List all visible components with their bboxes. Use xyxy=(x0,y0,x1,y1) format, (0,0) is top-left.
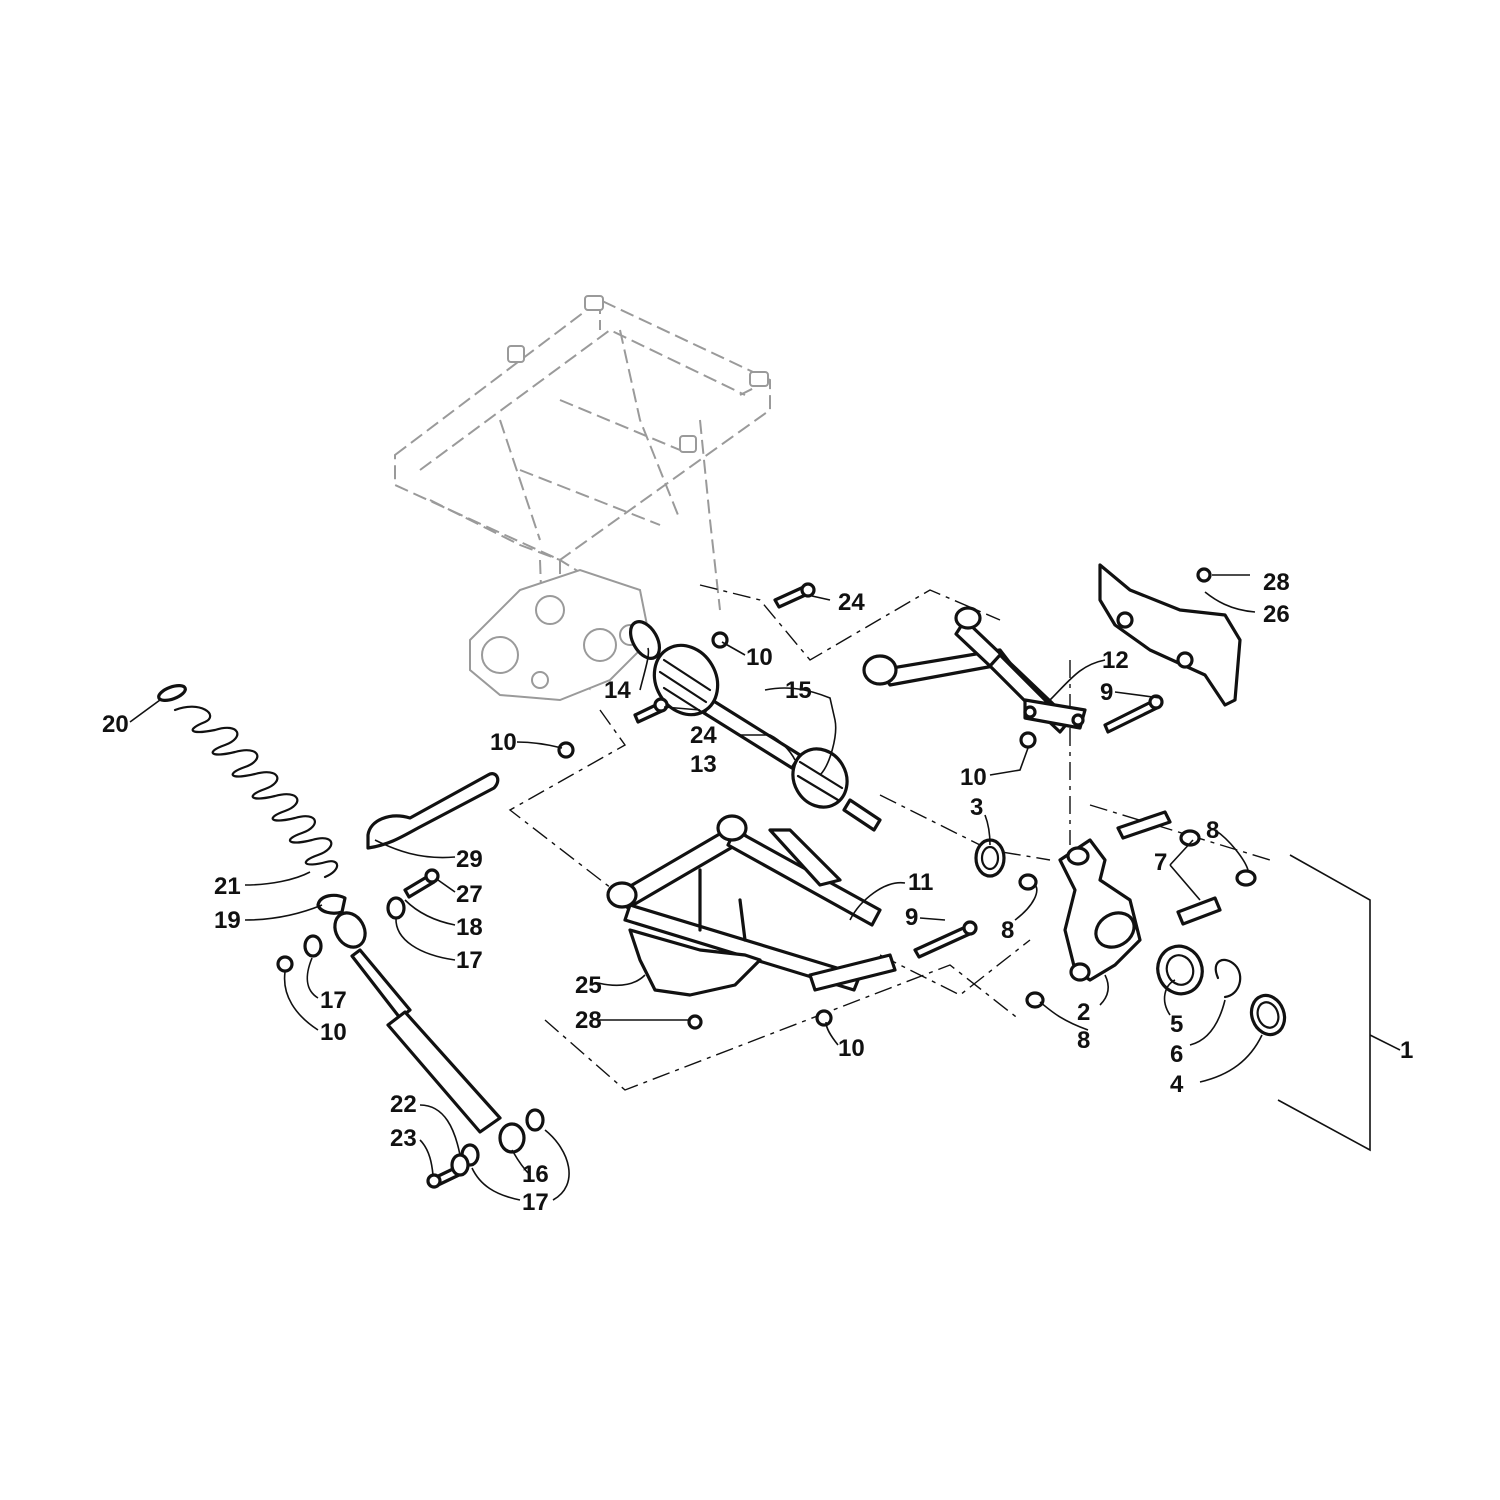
callout-11: 11 xyxy=(908,869,933,896)
coil-spring xyxy=(157,684,347,915)
callout-28: 28 xyxy=(575,1007,602,1034)
snap-ring-6 xyxy=(1214,958,1242,999)
callout-9: 9 xyxy=(905,904,918,931)
steering-knuckle xyxy=(1058,838,1142,982)
drive-axle xyxy=(628,620,882,832)
guard-plate xyxy=(1098,563,1242,707)
callout-17: 17 xyxy=(522,1189,549,1216)
callout-29: 29 xyxy=(456,846,483,873)
bushing-set xyxy=(1018,810,1257,1009)
assembly-bracket-1 xyxy=(1277,854,1401,1152)
callout-19: 19 xyxy=(214,907,241,934)
callout-17: 17 xyxy=(456,947,483,974)
callout-2: 2 xyxy=(1077,999,1090,1026)
callout-9: 9 xyxy=(1100,679,1113,706)
callout-17: 17 xyxy=(320,987,347,1014)
callout-4: 4 xyxy=(1170,1071,1184,1098)
callout-5: 5 xyxy=(1170,1011,1183,1038)
callout-6: 6 xyxy=(1170,1041,1183,1068)
callout-16: 16 xyxy=(522,1161,549,1188)
transmission-phantom xyxy=(469,568,652,702)
callout-14: 14 xyxy=(604,677,631,704)
skid-plate xyxy=(628,928,762,997)
callout-13: 13 xyxy=(690,751,717,778)
lower-a-arm xyxy=(606,814,897,992)
callout-22: 22 xyxy=(390,1091,417,1118)
callout-10: 10 xyxy=(490,729,517,756)
leader-lines xyxy=(129,574,1263,1201)
callout-labels: 28 26 24 10 12 9 10 3 8 7 8 2 8 5 6 4 1 … xyxy=(102,569,1413,1216)
callout-20: 20 xyxy=(102,711,129,738)
callout-25: 25 xyxy=(575,972,602,999)
callout-23: 23 xyxy=(390,1125,417,1152)
callout-24: 24 xyxy=(838,589,865,616)
callout-15: 15 xyxy=(785,677,812,704)
bearing-5 xyxy=(1156,944,1204,996)
callout-7: 7 xyxy=(1154,849,1167,876)
callout-10: 10 xyxy=(960,764,987,791)
callout-3: 3 xyxy=(970,794,983,821)
callout-10: 10 xyxy=(838,1035,865,1062)
callout-8: 8 xyxy=(1206,817,1219,844)
callout-1: 1 xyxy=(1400,1037,1413,1064)
callout-10: 10 xyxy=(746,644,773,671)
upper-a-arm xyxy=(862,606,1087,734)
callout-26: 26 xyxy=(1263,601,1290,628)
callout-12: 12 xyxy=(1102,647,1129,674)
spanner-wrench xyxy=(366,772,500,850)
assembly-axis-lines xyxy=(508,584,1271,1091)
seal-3 xyxy=(974,838,1006,878)
callout-27: 27 xyxy=(456,881,483,908)
callout-24: 24 xyxy=(690,722,717,749)
hardware xyxy=(276,567,1212,1189)
shock-absorber xyxy=(333,911,526,1154)
callout-8: 8 xyxy=(1077,1027,1090,1054)
callout-10: 10 xyxy=(320,1019,347,1046)
callout-8: 8 xyxy=(1001,917,1014,944)
hub-cap-4 xyxy=(1249,993,1287,1037)
callout-18: 18 xyxy=(456,914,483,941)
callout-21: 21 xyxy=(214,873,241,900)
callout-28: 28 xyxy=(1263,569,1290,596)
